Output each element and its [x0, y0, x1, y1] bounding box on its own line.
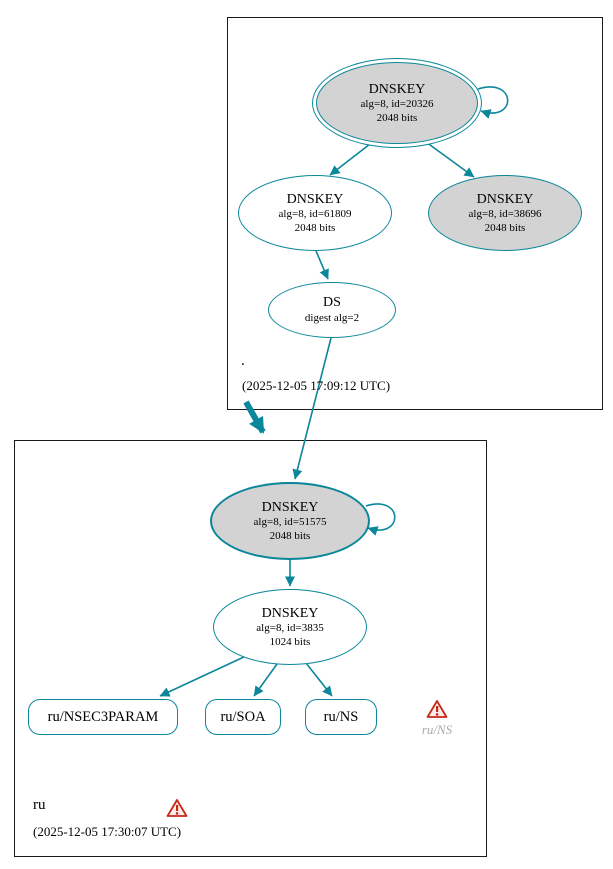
root-zone-name: . — [241, 353, 245, 369]
node-title: DNSKEY — [286, 191, 344, 207]
node-detail: alg=8, id=20326 — [360, 98, 434, 110]
rrset-nsec3param: ru/NSEC3PARAM — [28, 699, 178, 735]
node-detail: alg=8, id=61809 — [278, 208, 352, 220]
rrset-ns: ru/NS — [305, 699, 377, 735]
node-detail: digest alg=2 — [304, 311, 360, 324]
node-title: DNSKEY — [261, 605, 319, 621]
ru-zone-name: ru — [33, 797, 46, 813]
node-detail: 1024 bits — [269, 635, 311, 648]
root-other-dnskey-node: DNSKEY alg=8, id=38696 2048 bits — [428, 175, 582, 251]
node-title: DNSKEY — [368, 81, 426, 97]
root-ksk-dnskey-node: DNSKEY alg=8, id=20326 2048 bits — [312, 58, 482, 148]
node-title: DS — [323, 295, 341, 311]
node-detail: 2048 bits — [484, 221, 526, 234]
rrset-soa: ru/SOA — [205, 699, 281, 735]
ru-zone-timestamp: (2025-12-05 17:30:07 UTC) — [33, 824, 182, 839]
root-zsk-dnskey-node: DNSKEY alg=8, id=61809 2048 bits — [238, 175, 392, 251]
node-detail: alg=8, id=38696 — [468, 208, 542, 220]
warning-icon — [166, 798, 188, 823]
warning-rrset-label: ru/NS — [421, 722, 453, 737]
root-zone-timestamp: (2025-12-05 17:09:12 UTC) — [242, 378, 391, 393]
node-detail: 2048 bits — [269, 529, 311, 542]
ru-ksk-dnskey-node: DNSKEY alg=8, id=51575 2048 bits — [210, 482, 370, 560]
rrset-label: ru/SOA — [220, 708, 266, 725]
rrset-label: ru/NS — [323, 708, 359, 725]
node-title: DNSKEY — [476, 191, 534, 207]
warning-icon — [426, 699, 448, 724]
node-detail: 2048 bits — [294, 221, 336, 234]
ru-zsk-dnskey-node: DNSKEY alg=8, id=3835 1024 bits — [213, 589, 367, 665]
node-detail: alg=8, id=3835 — [256, 622, 324, 634]
root-ds-node: DS digest alg=2 — [268, 282, 396, 338]
rrset-label: ru/NSEC3PARAM — [47, 708, 159, 725]
node-title: DNSKEY — [261, 499, 319, 515]
node-detail: 2048 bits — [376, 111, 418, 124]
node-detail: alg=8, id=51575 — [253, 516, 327, 528]
